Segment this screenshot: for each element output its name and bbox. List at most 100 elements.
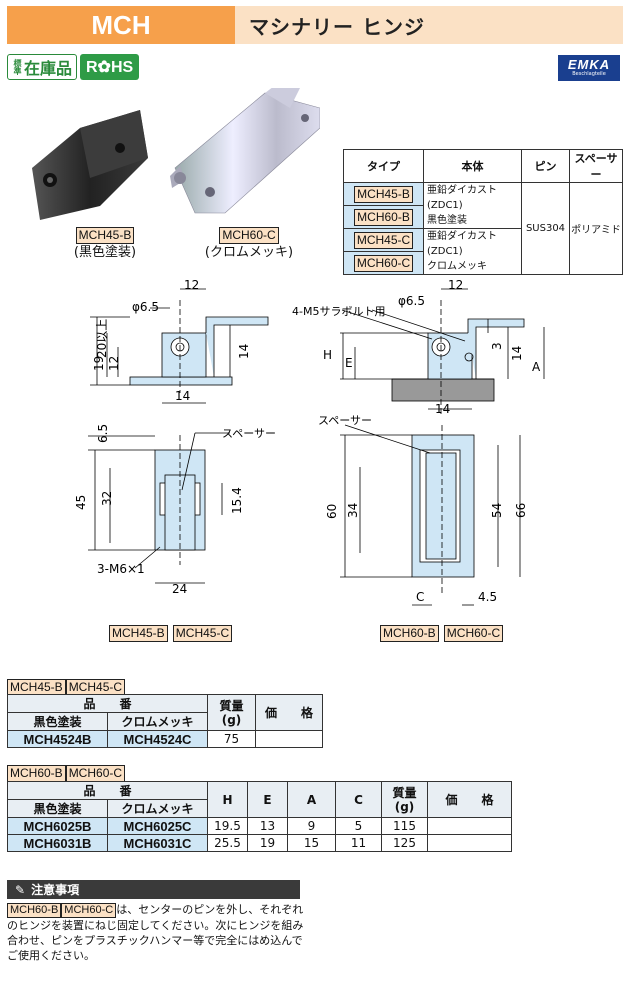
dim-label: H: [323, 348, 332, 362]
type-tag: MCH60-B: [354, 208, 413, 226]
dim-label: 45: [74, 495, 88, 510]
body-chrome-cell: 亜鉛ダイカスト(ZDC1)クロムメッキ: [423, 228, 522, 275]
dim-label: A: [532, 360, 541, 374]
dim-label: 14: [510, 346, 524, 361]
chrome-header: クロムメッキ: [107, 799, 208, 818]
drawing-mch45-front: [88, 432, 230, 584]
dim-label: φ6.5: [132, 300, 159, 314]
mass-unit: (g): [221, 712, 242, 727]
rohs-badge: R✿HS: [80, 54, 140, 80]
spacer-label: スペーサー: [318, 414, 372, 427]
dim-label: 54: [490, 503, 504, 518]
part-number: MCH6025B: [7, 817, 108, 835]
part-number: MCH4524C: [107, 730, 208, 748]
model-tag: MCH45-B: [75, 227, 135, 244]
part-number: MCH6031B: [7, 834, 108, 852]
mass-value: 115: [381, 817, 428, 835]
type-cell: MCH45-C: [343, 228, 424, 252]
part-number: MCH4524B: [7, 730, 108, 748]
price-value: [427, 817, 512, 835]
model-tag: MCH60-B: [7, 765, 66, 782]
type-cell: MCH60-B: [343, 205, 424, 229]
dim-label: 6.5: [96, 424, 110, 443]
drawing-mch45-side: [90, 288, 269, 404]
caution-title: 注意事項: [31, 883, 80, 897]
body-material: 亜鉛ダイカスト(ZDC1): [427, 231, 497, 257]
caution-line: のヒンジを装置にねじ固定してください。次にヒンジを組み: [7, 919, 304, 932]
drawing-mch60-front: [340, 424, 521, 606]
finish-label: (クロムメッキ): [204, 245, 294, 260]
mass-label: 質量: [219, 698, 244, 713]
price-value: [255, 730, 323, 748]
caution-header: ✎ 注意事項: [7, 880, 300, 899]
model-tag: MCH60-C: [61, 903, 117, 918]
product-code: MCH: [7, 6, 235, 44]
model-tag: MCH45-B: [109, 625, 168, 642]
dim-label: 66: [514, 503, 528, 518]
e-header: E: [247, 781, 288, 818]
model-tag: MCH60-B: [7, 903, 62, 918]
mass-unit: (g): [394, 799, 415, 814]
black-header: 黒色塗装: [7, 799, 108, 818]
emka-logo-sub: Beschlagteile: [572, 71, 606, 77]
drawing-label-45: MCH45-B MCH45-C: [109, 622, 233, 642]
dim-label: 3: [490, 342, 504, 350]
finish-label: (黒色塗装): [73, 245, 137, 260]
price-table-60: 品 番 H E A C 質量(g) 価 格 黒色塗装 クロムメッキ MCH602…: [7, 781, 512, 852]
model-tag: MCH45-C: [172, 625, 233, 642]
dim-label: 14: [237, 344, 251, 359]
caption-mch60-c: MCH60-C (クロムメッキ): [194, 227, 304, 261]
model-tag: MCH60-B: [380, 625, 439, 642]
drawing-mch60-side: [340, 288, 545, 415]
model-tag: MCH60-C: [219, 227, 279, 244]
h-value: 19.5: [207, 817, 248, 835]
mass-header: 質量(g): [381, 781, 428, 818]
dim-label: 24: [172, 582, 187, 596]
caption-mch45-b: MCH45-B (黒色塗装): [55, 227, 155, 261]
price-header: 価 格: [427, 781, 512, 818]
table-row: MCH6031B MCH6031C 25.5 19 15 11 125: [7, 834, 512, 852]
mass-header: 質量(g): [207, 694, 256, 731]
price-table-45: 品 番 質量(g) 価 格 黒色塗装 クロムメッキ MCH4524B MCH45…: [7, 694, 323, 748]
a-value: 9: [287, 817, 336, 835]
mass-label: 質量: [392, 785, 417, 800]
dim-label: 14: [435, 402, 450, 416]
body-finish: 黒色塗装: [427, 215, 467, 226]
material-spec-table: タイプ 本体 ピン スペーサー MCH45-B 亜鉛ダイカスト(ZDC1)黒色塗…: [343, 149, 623, 275]
emka-logo: EMKA Beschlagteile: [558, 55, 620, 81]
caution-line: 合わせ、ピンをプラスチックハンマー等で完全にはめ込んで: [7, 934, 303, 947]
standard-label: 標準: [13, 59, 22, 75]
dim-label: 12: [448, 278, 463, 292]
stock-label: 在庫品: [24, 59, 73, 78]
dim-label: 15.4: [230, 487, 244, 514]
caution-line: は、センターのピンを外し、それぞれ: [116, 903, 304, 916]
table-row: MCH4524B MCH4524C 75: [7, 730, 323, 748]
type-cell: MCH45-B: [343, 182, 424, 206]
body-material: 亜鉛ダイカスト(ZDC1): [427, 185, 497, 211]
e-value: 13: [247, 817, 288, 835]
black-header: 黒色塗装: [7, 712, 108, 731]
c-value: 5: [335, 817, 382, 835]
hinban-header: 品 番: [7, 694, 208, 713]
product-title: マシナリー ヒンジ: [235, 6, 623, 44]
table-row: MCH6025B MCH6025C 19.5 13 9 5 115: [7, 817, 512, 835]
part-number: MCH6031C: [107, 834, 208, 852]
product-photos: [32, 88, 320, 220]
col-pin: ピン: [521, 149, 570, 183]
mass-value: 125: [381, 834, 428, 852]
spacer-cell: ポリアミド: [569, 182, 623, 275]
technical-drawings: 12 φ6.5 20以上 19 12 14 14 4-M5サラボルト用 φ6.5…: [74, 278, 545, 606]
type-tag: MCH45-B: [354, 185, 413, 203]
c-header: C: [335, 781, 382, 818]
a-value: 15: [287, 834, 336, 852]
type-cell: MCH60-C: [343, 251, 424, 275]
dim-label: C: [416, 590, 424, 604]
dim-label: 20以上: [95, 319, 109, 358]
dim-label: 34: [346, 503, 360, 518]
dim-label: 12: [184, 278, 199, 292]
dim-label: 60: [325, 504, 339, 519]
model-tag: MCH60-C: [65, 765, 126, 782]
model-tag: MCH45-B: [7, 679, 66, 696]
